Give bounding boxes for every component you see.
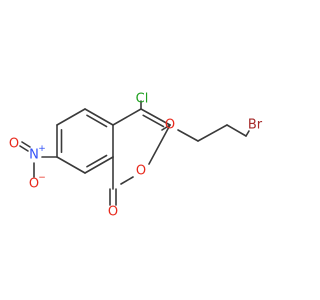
bond-ch3-br: [245, 130, 250, 137]
bond-c4-c3: [140, 108, 171, 126]
bond-c6-c5: [56, 108, 86, 126]
bond-c8-c7: [56, 156, 86, 174]
atom-oxygen-carbonyl: O: [108, 205, 118, 220]
atom-oxygen-ring: O: [136, 164, 146, 179]
bond-c3-oring: [148, 124, 171, 165]
bond-oring-c1: [120, 176, 134, 185]
molecule-structure: Cl O O O Br N + O O −: [9, 92, 263, 220]
atom-label-layer: Cl O O O Br N + O O −: [9, 92, 263, 220]
bond-ch1-ch2: [197, 124, 228, 142]
bond-ch2-ch3: [226, 124, 247, 137]
atom-oxygen-ether: O: [165, 118, 175, 133]
bond-c5-c4a: [84, 108, 114, 126]
atom-oxygen-nitro-double: O: [9, 137, 19, 152]
bond-n-o-double-b: [21, 141, 31, 148]
double-c5-c4a: [86, 114, 108, 128]
double-c4-c3: [142, 114, 165, 128]
bond-oether-ch1: [177, 129, 199, 142]
oxygen-negative-charge: −: [38, 173, 46, 183]
atom-oxygen-nitro-single: O: [29, 177, 39, 192]
atom-bromine: Br: [248, 118, 263, 133]
bond-c3-oether: [161, 124, 171, 131]
bond-c4a-c4: [112, 108, 142, 126]
nitrogen-positive-charge: +: [38, 144, 46, 154]
double-c8a-c8: [86, 154, 108, 168]
atom-nitrogen-nitro: N: [29, 148, 39, 163]
bond-n-o-double-a: [19, 145, 29, 152]
bond-c8a-c8: [84, 156, 114, 174]
bond-layer: [19, 100, 250, 206]
atom-chlorine: Cl: [136, 92, 149, 107]
